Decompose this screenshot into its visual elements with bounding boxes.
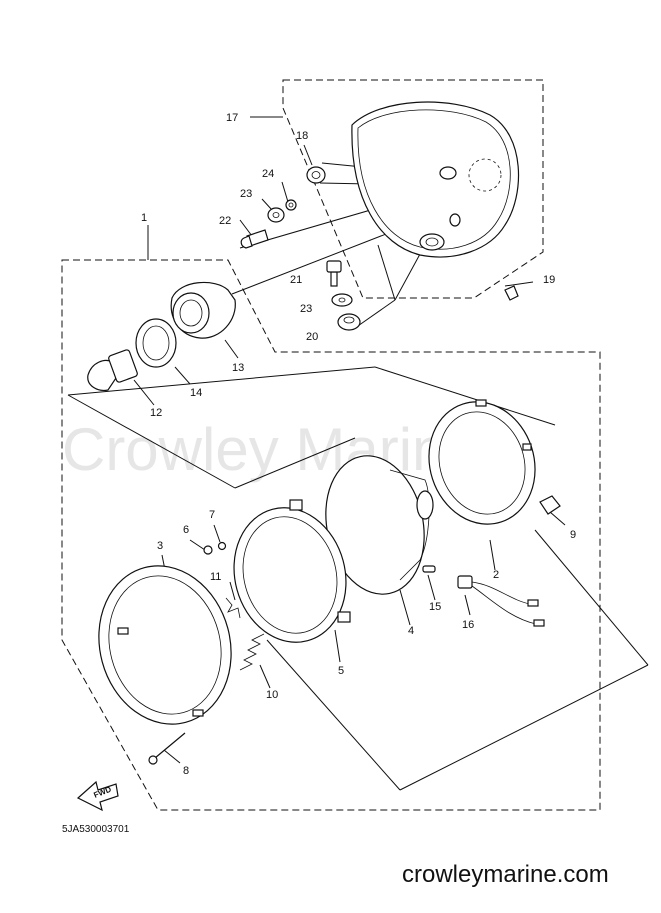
callout-22: 22: [219, 215, 231, 227]
callout-13: 13: [232, 362, 244, 374]
part-19-screw: [504, 285, 519, 301]
fwd-arrow-icon: FWD: [76, 780, 119, 812]
callout-5: 5: [338, 665, 344, 677]
part-14-ring: [135, 318, 177, 368]
callout-23-upper: 23: [240, 188, 252, 200]
part-8-screw: [148, 732, 186, 765]
callout-15: 15: [429, 601, 441, 613]
callout-2: 2: [493, 569, 499, 581]
part-17-housing: [351, 101, 520, 258]
part-24-collar: [285, 199, 297, 211]
callout-12: 12: [150, 407, 162, 419]
callout-10: 10: [266, 689, 278, 701]
part-16-socket: [457, 575, 545, 627]
part-10-spring: [239, 633, 265, 671]
callout-19: 19: [543, 274, 555, 286]
callout-7: 7: [209, 509, 215, 521]
callout-8: 8: [183, 765, 189, 777]
part-13-socket-cover: [170, 281, 236, 339]
part-22-bolt: [240, 229, 269, 249]
callout-14: 14: [190, 387, 202, 399]
watermark-text: Crowley Marine: [62, 416, 479, 483]
brand-footer: crowleymarine.com: [402, 861, 609, 888]
diagram-part-number: 5JA530003701: [62, 824, 130, 835]
part-23-washer-lower: [331, 293, 353, 307]
part-23-washer-upper: [267, 207, 285, 223]
callout-20: 20: [306, 331, 318, 343]
callout-3: 3: [157, 540, 163, 552]
part-3-bezel: [98, 565, 232, 725]
part-15-bulb-small: [422, 565, 436, 573]
callout-6: 6: [183, 524, 189, 536]
callout-16: 16: [462, 619, 474, 631]
part-9-adjuster: [539, 495, 561, 515]
part-6-screw: [203, 545, 213, 555]
part-21-bolt: [326, 260, 342, 287]
callout-labels: 17 18 24 23 22 1 21 19 23 20 13 14 12 6 …: [141, 112, 576, 777]
callout-1: 1: [141, 212, 147, 224]
callout-4: 4: [408, 625, 414, 637]
callout-11: 11: [210, 571, 221, 583]
part-18-grommet: [306, 166, 326, 184]
part-2-rim: [428, 399, 536, 525]
callout-18: 18: [296, 130, 308, 142]
callout-9: 9: [570, 529, 576, 541]
boundary-17: [282, 79, 544, 299]
part-11-clip: [225, 597, 241, 619]
part-5-mounting-ring: [233, 499, 351, 643]
callout-23-lower: 23: [300, 303, 312, 315]
callout-24: 24: [262, 168, 274, 180]
callout-21: 21: [290, 274, 302, 286]
part-20-grommet: [337, 313, 361, 331]
callout-17: 17: [226, 112, 238, 124]
part-12-bulb: [87, 349, 138, 391]
part-7-nut: [217, 541, 227, 551]
